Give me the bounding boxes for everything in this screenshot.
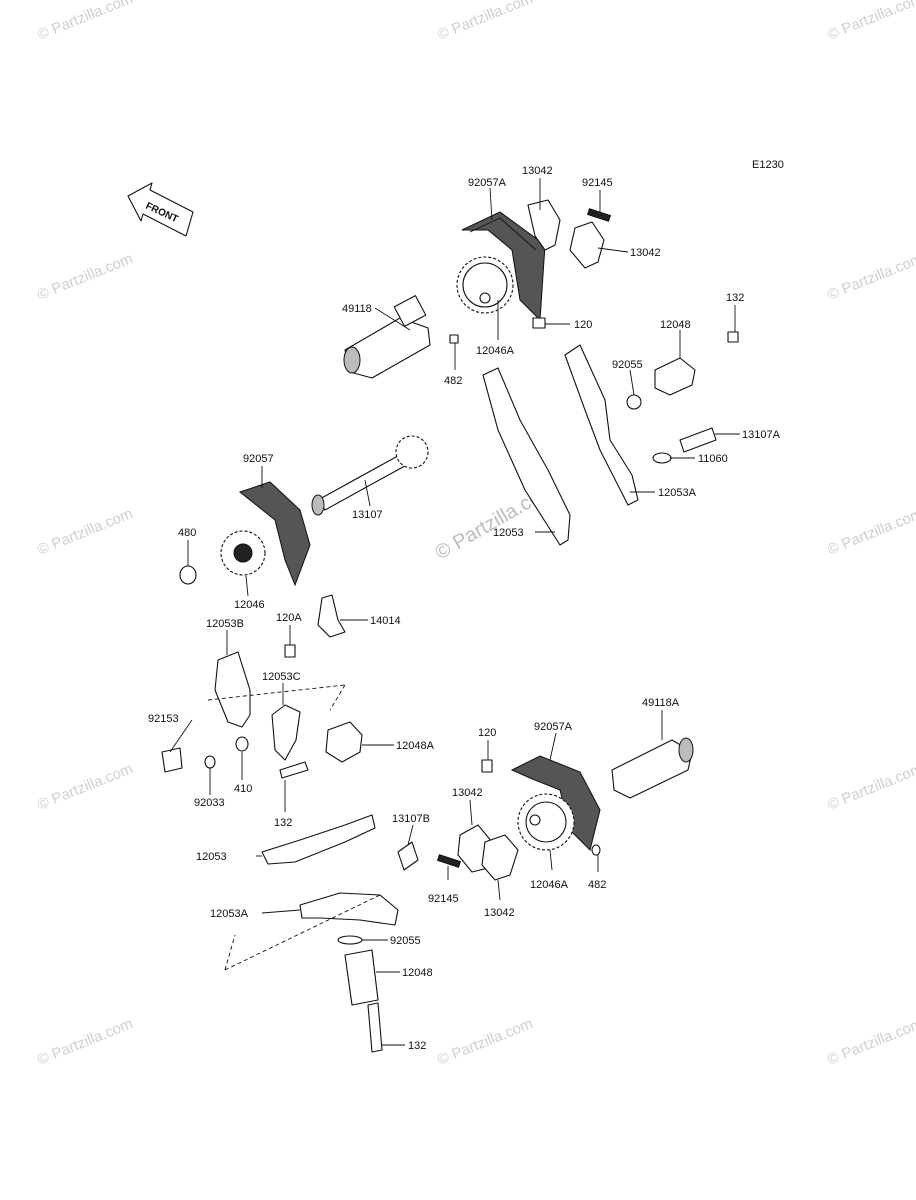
decomp-weight-bot-b bbox=[481, 834, 519, 881]
watermark: © Partzilla.com bbox=[35, 505, 135, 559]
part-label: 480 bbox=[178, 527, 196, 539]
part-label: 92153 bbox=[148, 713, 179, 725]
chain-guide-12053a-bot bbox=[299, 892, 399, 926]
watermark-layer: © Partzilla.com © Partzilla.com © Partzi… bbox=[35, 0, 916, 1069]
cam-chain-bot bbox=[510, 755, 601, 851]
watermark: © Partzilla.com bbox=[35, 760, 135, 814]
diagram-code: E1230 bbox=[752, 159, 784, 171]
part-label: 92055 bbox=[390, 935, 421, 947]
part-label: 13042 bbox=[484, 907, 515, 919]
cam-chain-lower bbox=[238, 481, 311, 587]
part-label: 13042 bbox=[630, 247, 661, 259]
decomp-weight-top-b bbox=[569, 221, 605, 269]
part-label: 132 bbox=[408, 1040, 426, 1052]
part-label: 120 bbox=[478, 727, 496, 739]
cam-sprocket-top bbox=[456, 256, 514, 314]
idle-shaft bbox=[311, 435, 429, 516]
bolt-120-top bbox=[532, 317, 546, 329]
part-label: 410 bbox=[234, 783, 252, 795]
tensioner-12048-bot bbox=[344, 949, 379, 1006]
tensioner-12048a bbox=[325, 721, 363, 763]
chain-guide-12053-bot bbox=[261, 814, 376, 865]
spring-bot-icon bbox=[436, 854, 462, 868]
watermark: © Partzilla.com bbox=[35, 250, 135, 304]
part-label: 49118 bbox=[342, 303, 372, 315]
part-label: 482 bbox=[444, 375, 462, 387]
part-label: 12053B bbox=[206, 618, 244, 630]
spring-top-icon bbox=[586, 208, 612, 222]
chain-guide-12053c bbox=[271, 704, 301, 761]
part-label: 12053C bbox=[262, 671, 301, 683]
part-label: 482 bbox=[588, 879, 606, 891]
oring-92055-bot bbox=[337, 935, 363, 945]
idle-gear-12046 bbox=[220, 530, 266, 576]
watermark: © Partzilla.com bbox=[825, 1015, 916, 1069]
part-label: 120A bbox=[276, 612, 302, 624]
bolt-132-mid bbox=[279, 761, 309, 779]
plate-14014 bbox=[317, 594, 346, 638]
part-label: 92145 bbox=[428, 893, 459, 905]
part-label: 12046 bbox=[234, 599, 265, 611]
watermark: © Partzilla.com bbox=[35, 1015, 135, 1069]
watermark: © Partzilla.com bbox=[435, 0, 535, 44]
part-label: 12048 bbox=[660, 319, 691, 331]
bolt-120-bot bbox=[481, 759, 493, 773]
watermark: © Partzilla.com bbox=[435, 1015, 535, 1069]
part-label: 13042 bbox=[522, 165, 553, 177]
part-label: 12046A bbox=[476, 345, 515, 357]
part-label: 92145 bbox=[582, 177, 613, 189]
part-label: 12053A bbox=[658, 487, 697, 499]
leader-lines bbox=[169, 178, 740, 1046]
part-label: 13107 bbox=[352, 509, 383, 521]
pin-13107b bbox=[397, 841, 419, 871]
camshaft-bot bbox=[611, 737, 694, 799]
part-label: 120 bbox=[574, 319, 592, 331]
part-label: 13107A bbox=[742, 429, 781, 441]
part-label: 13107B bbox=[392, 813, 430, 825]
part-label: 13042 bbox=[452, 787, 483, 799]
watermark: © Partzilla.com bbox=[825, 0, 916, 44]
chain-guide-12053b bbox=[214, 651, 251, 728]
part-label: 12053 bbox=[493, 527, 524, 539]
decomp-weight-top-a bbox=[527, 199, 561, 251]
part-label: 132 bbox=[274, 817, 292, 829]
washer-410 bbox=[235, 736, 249, 752]
part-label: 12048A bbox=[396, 740, 435, 752]
part-labels: 92057A 13042 92145 13042 49118 120 12046… bbox=[148, 165, 781, 1052]
part-label: 132 bbox=[726, 292, 744, 304]
watermark: © Partzilla.com bbox=[825, 505, 916, 559]
part-label: 12046A bbox=[530, 879, 569, 891]
part-label: 14014 bbox=[370, 615, 401, 627]
watermark: © Partzilla.com bbox=[825, 250, 916, 304]
chain-guide-12053-top bbox=[482, 367, 571, 546]
bolt-120a bbox=[284, 644, 296, 658]
part-label: 92033 bbox=[194, 797, 225, 809]
part-label: 12053A bbox=[210, 908, 249, 920]
bolt-132-bot bbox=[367, 1002, 383, 1053]
circlip-480 bbox=[179, 565, 197, 585]
pin-482-bot bbox=[591, 844, 601, 856]
cam-chain-top bbox=[461, 211, 546, 322]
part-label: 12053 bbox=[196, 851, 227, 863]
watermark: © Partzilla.com bbox=[35, 0, 135, 44]
pin-482-top bbox=[449, 334, 459, 344]
tensioner-top bbox=[626, 331, 739, 464]
part-label: 92057 bbox=[243, 453, 274, 465]
bolt-92153 bbox=[161, 747, 183, 773]
camshaft-top bbox=[343, 295, 431, 379]
front-arrow-icon: FRONT bbox=[127, 182, 194, 237]
part-label: 49118A bbox=[642, 697, 680, 709]
part-label: 12048 bbox=[402, 967, 433, 979]
washer-92033 bbox=[204, 755, 216, 769]
chain-guide-12053a-top bbox=[564, 344, 639, 506]
part-label: 92057A bbox=[468, 177, 507, 189]
part-label: 92055 bbox=[612, 359, 643, 371]
watermark: © Partzilla.com bbox=[825, 760, 916, 814]
part-label: 92057A bbox=[534, 721, 573, 733]
cam-sprocket-bot bbox=[517, 793, 575, 851]
part-label: 11060 bbox=[698, 453, 728, 465]
